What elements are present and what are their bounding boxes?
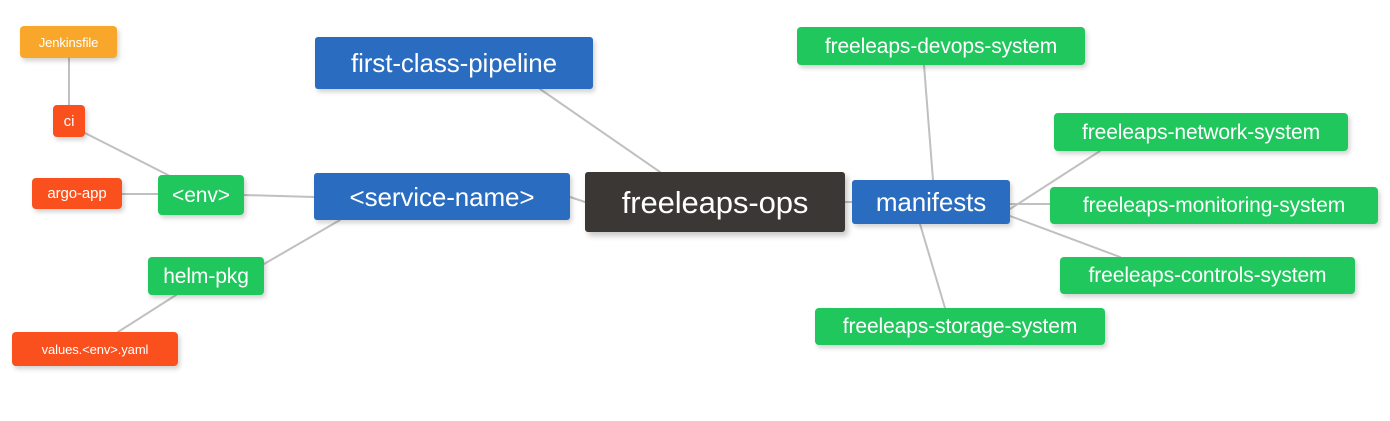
- mindmap-node-storage[interactable]: freeleaps-storage-system: [815, 308, 1105, 345]
- mindmap-edge-root-pipeline: [539, 88, 661, 173]
- mindmap-node-network[interactable]: freeleaps-network-system: [1054, 113, 1348, 151]
- mindmap-node-devops[interactable]: freeleaps-devops-system: [797, 27, 1085, 65]
- mindmap-node-ci[interactable]: ci: [53, 105, 85, 137]
- mindmap-edge-service-env: [243, 194, 315, 198]
- mindmap-edge-manifests-devops: [923, 64, 934, 181]
- mindmap-node-jenkinsfile[interactable]: Jenkinsfile: [20, 26, 117, 58]
- mindmap-edge-helm-values: [117, 294, 177, 333]
- mindmap-edge-env-ci: [84, 132, 169, 176]
- mindmap-node-root[interactable]: freeleaps-ops: [585, 172, 845, 232]
- mindmap-node-argo[interactable]: argo-app: [32, 178, 122, 209]
- mindmap-node-monitoring[interactable]: freeleaps-monitoring-system: [1050, 187, 1378, 224]
- mindmap-node-helm[interactable]: helm-pkg: [148, 257, 264, 295]
- mindmap-node-controls[interactable]: freeleaps-controls-system: [1060, 257, 1355, 294]
- mindmap-node-values[interactable]: values.<env>.yaml: [12, 332, 178, 366]
- mindmap-edge-manifests-storage: [919, 223, 946, 309]
- mindmap-node-service[interactable]: <service-name>: [314, 173, 570, 220]
- mindmap-node-pipeline[interactable]: first-class-pipeline: [315, 37, 593, 89]
- mindmap-node-manifests[interactable]: manifests: [852, 180, 1010, 224]
- mindmap-node-env[interactable]: <env>: [158, 175, 244, 215]
- mindmap-edge-service-helm: [263, 219, 341, 265]
- mindmap-edge-root-service: [569, 196, 586, 203]
